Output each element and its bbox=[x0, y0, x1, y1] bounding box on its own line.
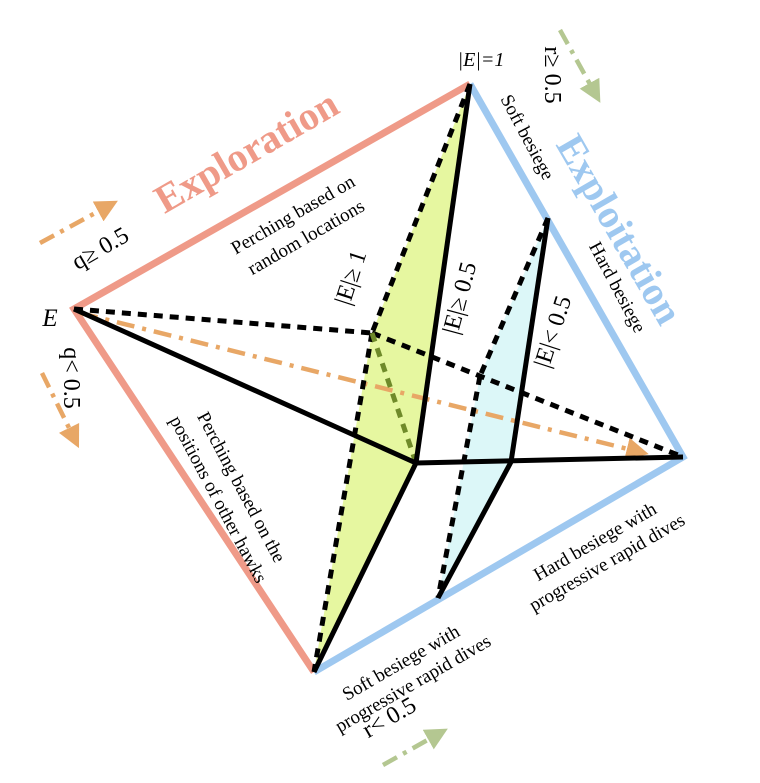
arrow-bottom bbox=[381, 728, 448, 767]
exploitation-plane bbox=[438, 218, 548, 598]
arrow-top-left bbox=[38, 200, 118, 245]
arrow-top-right bbox=[558, 28, 601, 103]
exploration-plane bbox=[314, 84, 470, 672]
solid-edges bbox=[72, 83, 684, 674]
left-energy-label: E bbox=[41, 305, 57, 332]
perch-hawks-label: Perching based on the positions of other… bbox=[165, 409, 289, 587]
r-ge-label: r≥ 0.5 bbox=[539, 46, 565, 103]
e-ge1-label: |E|≥ 1 bbox=[330, 247, 372, 308]
q-ge-label: q≥ 0.5 bbox=[68, 222, 134, 275]
soft-besiege-label: Soft besiege bbox=[496, 91, 558, 183]
top-energy-label: |E|=1 bbox=[458, 49, 505, 71]
q-lt-label: q< 0.5 bbox=[58, 347, 84, 409]
olive-dash bbox=[369, 332, 419, 464]
arrow-left-down bbox=[39, 372, 80, 449]
dashed-edges bbox=[73, 83, 684, 673]
